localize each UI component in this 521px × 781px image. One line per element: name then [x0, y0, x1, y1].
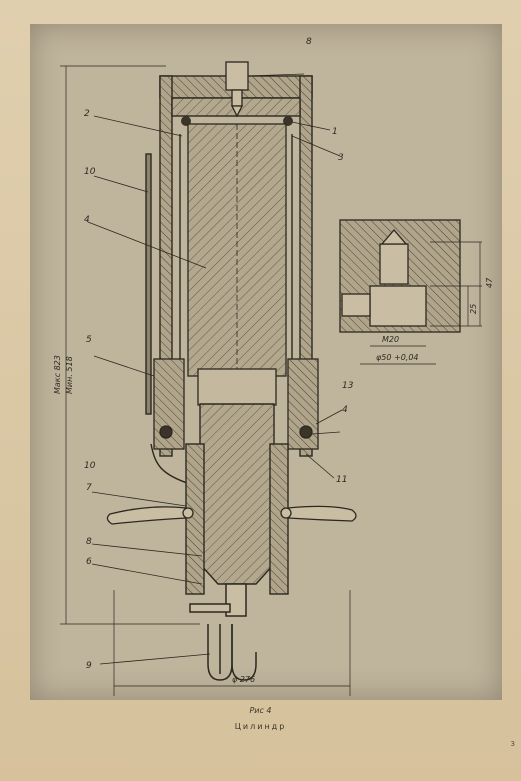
dim-diameter: φ 276 — [232, 675, 255, 684]
dimension-texts: Макс 823 Мин. 518 φ 276 M20 φ50 +0,04 47… — [53, 277, 494, 684]
page-mark: 3 — [510, 740, 515, 748]
callout-8-top: 8 — [306, 37, 312, 47]
ram — [185, 403, 289, 595]
dim-max-height: Макс 823 — [53, 355, 62, 394]
bottom-hook — [189, 583, 257, 681]
leader-lines — [87, 73, 343, 665]
detail-section — [339, 219, 482, 365]
callout-1-top: 1 — [332, 127, 338, 137]
callout-4-left: 4 — [84, 215, 90, 225]
callout-4-right: 4 — [342, 405, 348, 415]
callout-11: 11 — [336, 475, 347, 485]
lower-gland — [153, 358, 319, 450]
callout-2: 2 — [84, 109, 90, 119]
callout-10-top: 10 — [84, 167, 96, 177]
callout-8-left: 8 — [86, 537, 92, 547]
dimension-lines — [60, 65, 351, 696]
callout-numbers: 2 10 4 5 10 7 8 6 9 8 1 3 13 4 11 — [84, 37, 354, 671]
callout-3: 3 — [338, 153, 344, 163]
dim-min-height: Мин. 518 — [65, 356, 74, 394]
figure-title: Цилиндр — [234, 722, 287, 731]
cylinder-drawing: 2 10 4 5 10 7 8 6 9 8 1 3 13 4 11 Макс 8… — [53, 37, 494, 696]
figure-number: Рис 4 — [249, 706, 272, 715]
handles — [106, 505, 357, 525]
scale-rod — [145, 153, 191, 485]
dim-detail-h2: 25 — [469, 304, 478, 314]
dim-detail-diameter: φ50 +0,04 — [376, 353, 419, 362]
callout-10-bottom: 10 — [84, 461, 96, 471]
dim-detail-h1: 47 — [485, 277, 494, 288]
callout-7: 7 — [86, 483, 92, 493]
dim-thread: M20 — [382, 335, 399, 344]
top-bolt — [225, 61, 249, 118]
callout-5: 5 — [86, 335, 92, 345]
callout-6: 6 — [86, 557, 92, 567]
piston — [187, 123, 287, 584]
callout-13: 13 — [342, 381, 354, 391]
callout-9: 9 — [86, 661, 92, 671]
